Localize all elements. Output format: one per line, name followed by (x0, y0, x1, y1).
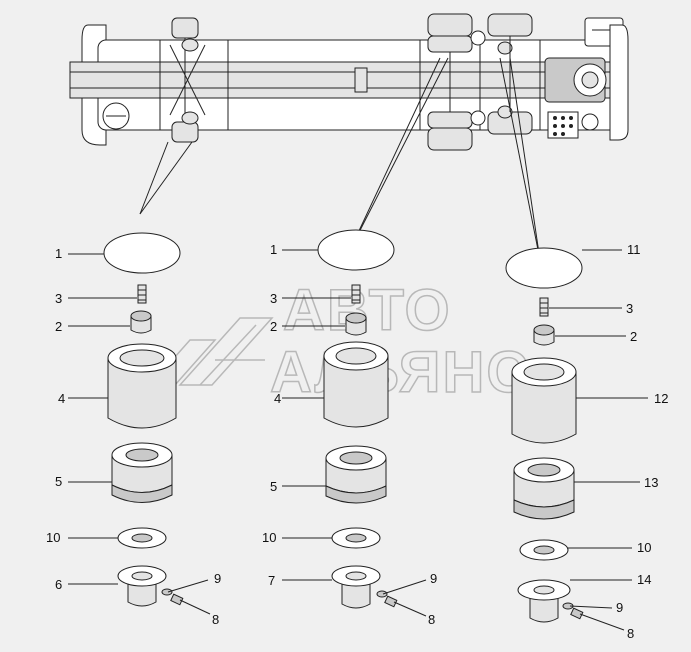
watermark: АВТО АЛЬЯНС (148, 277, 530, 406)
callout-8-right: 8 (627, 626, 634, 641)
callout-5-left: 5 (55, 474, 62, 489)
callout-10-middle: 10 (262, 530, 276, 545)
callout-labels: 1 3 2 4 5 10 6 9 8 1 3 2 4 5 10 7 9 8 11… (46, 242, 668, 641)
leader-lines (68, 249, 648, 631)
bushing-part-2-left (130, 310, 152, 334)
cylinder-part-4-middle (323, 341, 389, 428)
suspension-stack-middle (317, 229, 398, 609)
screw-part-8-middle (384, 595, 398, 608)
washer-part-9-left (161, 588, 173, 596)
callout-3-left: 3 (55, 291, 62, 306)
bushing-part-2-right (533, 324, 555, 346)
callout-10-left: 10 (46, 530, 60, 545)
pointer-lines (139, 57, 541, 261)
screw-part-8-right (570, 607, 584, 620)
callout-9-middle: 9 (430, 571, 437, 586)
chassis-top-view (69, 13, 629, 151)
callout-3-middle: 3 (270, 291, 277, 306)
callout-8-middle: 8 (428, 612, 435, 627)
callout-2-middle: 2 (270, 319, 277, 334)
bushing-part-2-middle (345, 312, 367, 336)
callout-9-right: 9 (616, 600, 623, 615)
disc-part-1-middle (317, 229, 395, 271)
disc-part-1-left (103, 232, 181, 274)
base-part-6-left (117, 565, 167, 607)
rubber-ring-part-5-left (111, 442, 173, 503)
callout-14-right: 14 (637, 572, 651, 587)
callout-8-left: 8 (212, 612, 219, 627)
callout-5-middle: 5 (270, 479, 277, 494)
cylinder-part-12-right (511, 357, 577, 444)
callout-3-right: 3 (626, 301, 633, 316)
bolt-part-3-left (137, 284, 147, 304)
cylinder-part-4-left (107, 343, 177, 429)
washer-part-10-right (519, 539, 569, 561)
callout-10-right: 10 (637, 540, 651, 555)
washer-part-10-middle (331, 527, 381, 549)
callout-12-right: 12 (654, 391, 668, 406)
watermark-line-1: АВТО (283, 278, 452, 343)
callout-1-middle: 1 (270, 242, 277, 257)
callout-6-left: 6 (55, 577, 62, 592)
callout-7-middle: 7 (268, 573, 275, 588)
callout-1-left: 1 (55, 246, 62, 261)
base-part-14-right (517, 579, 571, 623)
base-part-7-middle (331, 565, 381, 609)
rubber-ring-part-13-right (513, 457, 575, 520)
disc-part-11-right (505, 247, 583, 289)
callout-4-middle: 4 (274, 391, 281, 406)
suspension-stack-left (103, 232, 184, 607)
bolt-part-3-right (539, 297, 549, 317)
callout-13-right: 13 (644, 475, 658, 490)
bolt-part-3-middle (351, 284, 361, 304)
rubber-ring-part-5-middle (325, 445, 387, 504)
watermark-line-2: АЛЬЯНС (270, 340, 530, 405)
callout-2-left: 2 (55, 319, 62, 334)
washer-part-9-middle (376, 590, 388, 598)
callout-2-right: 2 (630, 329, 637, 344)
screw-part-8-left (170, 593, 184, 606)
suspension-stack-right (505, 247, 584, 623)
callout-4-left: 4 (58, 391, 65, 406)
callout-11-right: 11 (627, 242, 641, 257)
washer-part-10-left (117, 527, 167, 549)
callout-9-left: 9 (214, 571, 221, 586)
